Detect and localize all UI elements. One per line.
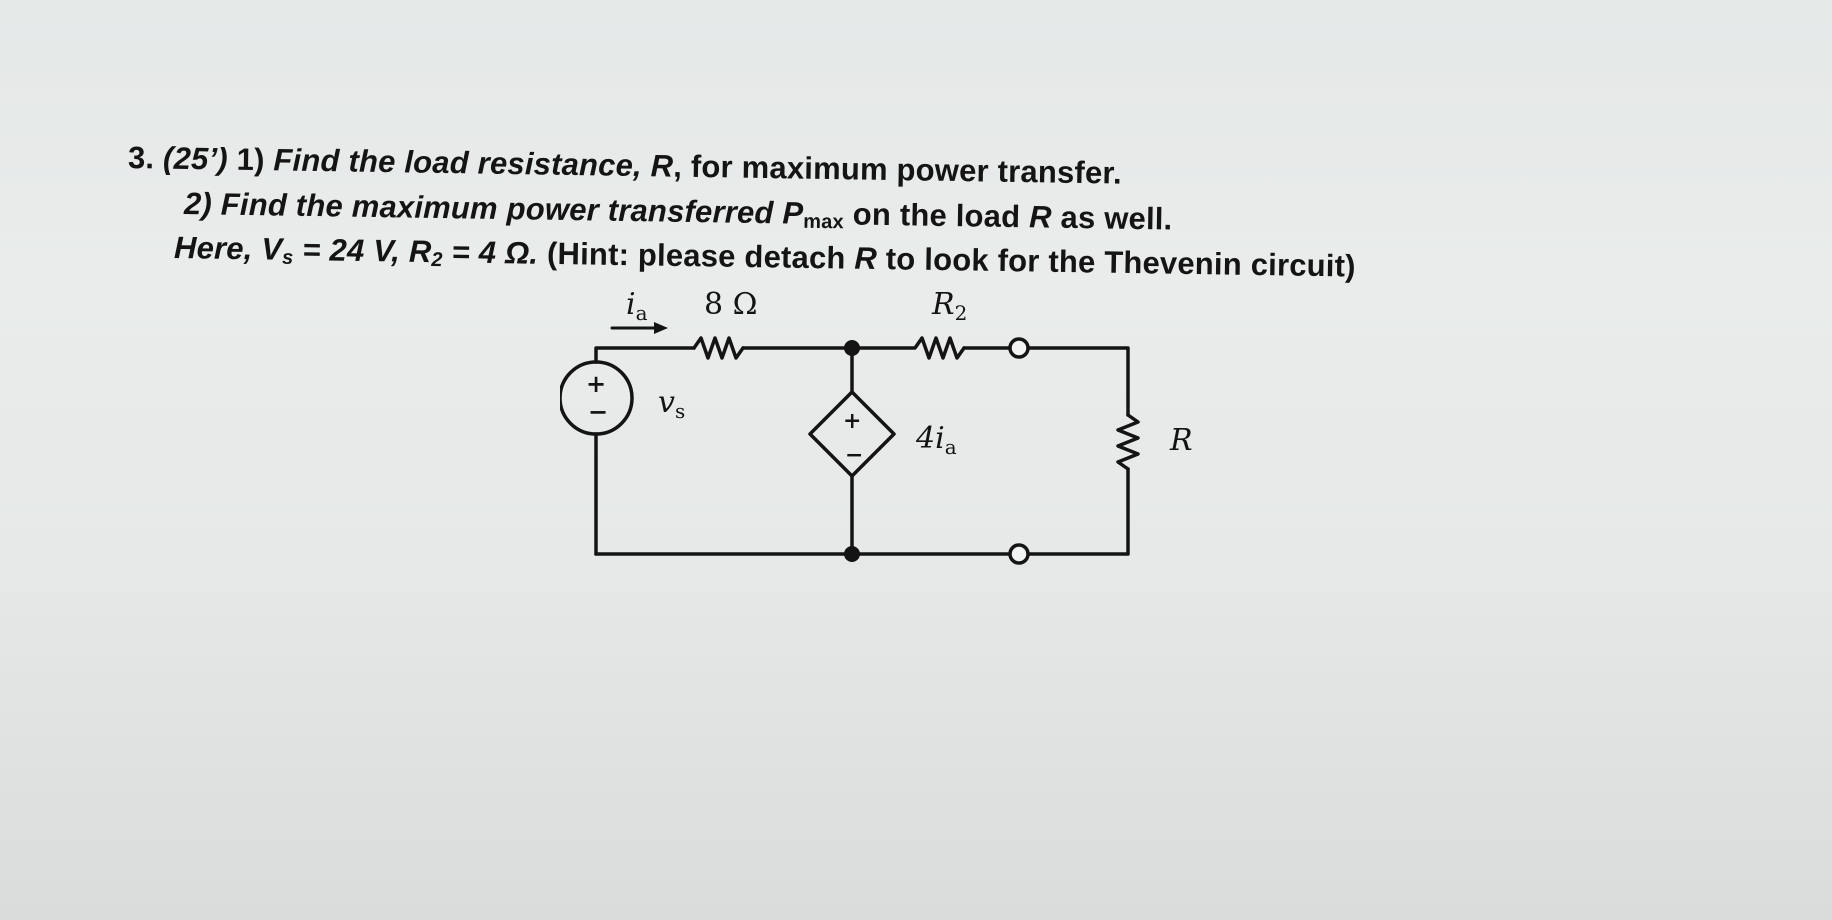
resistor-8-ohm xyxy=(692,336,745,360)
resistor-r2-label: R2 xyxy=(931,287,967,325)
part2-text-a: Find the maximum power transferred xyxy=(220,186,774,231)
circuit-diagram: ia 8 Ω R2 + − vs + − 4ia R xyxy=(560,287,1193,565)
given-lead: Here, xyxy=(173,230,253,267)
part1-label: 1) xyxy=(236,141,265,178)
given-hint-b: to look for the Thevenin circuit) xyxy=(885,241,1356,284)
part2-var-p: P xyxy=(782,195,804,231)
part2-var-r: R xyxy=(1028,199,1052,235)
dependent-source-minus: − xyxy=(845,442,863,468)
dependent-source-symbol xyxy=(808,390,896,478)
current-arrow-head xyxy=(654,322,668,334)
given-r2-var: R xyxy=(408,233,432,270)
current-label: ia xyxy=(626,287,648,325)
part1-var-r: R xyxy=(650,148,674,184)
part1-text-a: Find the load resistance, xyxy=(273,142,643,184)
problem-line-3: Here, Vs = 24 V, R2 = 4 Ω. (Hint: please… xyxy=(174,230,1356,287)
given-r2-sub: 2 xyxy=(431,249,443,272)
dependent-source-plus: + xyxy=(843,408,861,434)
wire-load-bottom xyxy=(1026,467,1130,556)
given-r2-value: = 4 Ω. xyxy=(451,234,539,271)
node-bottom-middle xyxy=(844,546,860,562)
resistor-r2 xyxy=(850,336,966,360)
problem-number: 3. xyxy=(127,140,155,176)
voltage-source-symbol xyxy=(560,360,634,436)
voltage-source-minus: − xyxy=(588,397,608,426)
given-vs-sub: s xyxy=(281,246,294,269)
part2-text-b: on the load xyxy=(852,196,1021,235)
terminal-top xyxy=(1008,337,1030,359)
part1-text-b: , for maximum power transfer. xyxy=(673,148,1123,191)
given-hint-var: R xyxy=(854,240,878,277)
terminal-bottom xyxy=(1008,543,1030,565)
resistor-load xyxy=(1116,413,1140,471)
part2-label: 2) xyxy=(183,186,213,222)
voltage-source-plus: + xyxy=(586,369,606,398)
part2-var-p-sub: max xyxy=(803,210,844,234)
node-top-middle xyxy=(844,340,860,356)
part2-text-c: as well. xyxy=(1060,199,1173,237)
voltage-source-label: vs xyxy=(658,385,685,423)
resistor-8-ohm-label: 8 Ω xyxy=(704,287,758,322)
given-vs-value: = 24 V, xyxy=(302,232,401,269)
wire-left-top xyxy=(594,346,696,364)
dependent-source-label: 4ia xyxy=(915,421,957,459)
given-hint-a: (Hint: please detach xyxy=(546,235,846,276)
problem-points: (25’) xyxy=(162,140,229,177)
load-resistor-label: R xyxy=(1169,423,1193,458)
given-vs-var: V xyxy=(261,231,283,267)
wire-load-top xyxy=(1026,346,1130,417)
problem-line-1: 3. (25’) 1) Find the load resistance, R,… xyxy=(128,140,1122,192)
